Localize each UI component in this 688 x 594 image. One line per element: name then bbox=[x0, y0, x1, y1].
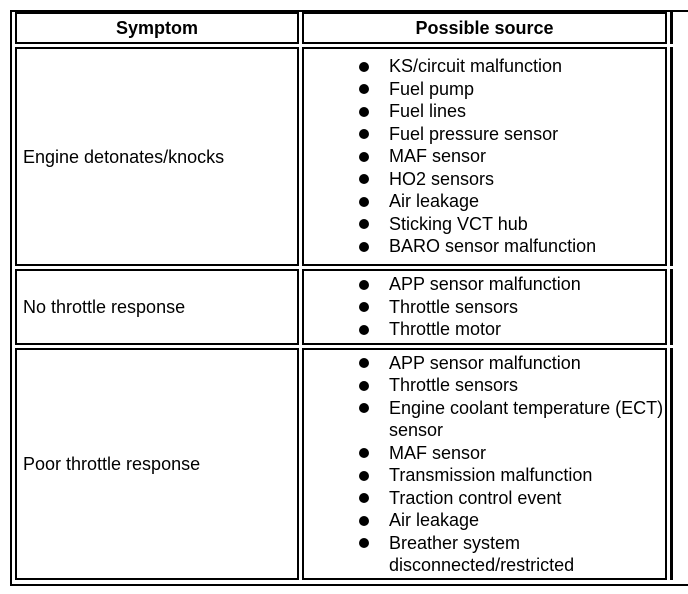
bullet-icon bbox=[359, 302, 369, 313]
bullet-icon bbox=[359, 84, 369, 95]
list-item: MAF sensor bbox=[359, 145, 596, 168]
list-item: Throttle sensors bbox=[359, 374, 665, 397]
list-item: Throttle sensors bbox=[359, 296, 581, 319]
list-item: Sticking VCT hub bbox=[359, 213, 596, 236]
bullet-icon bbox=[359, 403, 369, 413]
bullet-icon bbox=[359, 515, 369, 526]
row-2-sources: APP sensor malfunction Throttle sensors … bbox=[302, 269, 667, 345]
bullet-icon bbox=[359, 448, 369, 458]
bullet-icon bbox=[359, 358, 369, 368]
bullet-icon bbox=[359, 151, 369, 162]
row-3-sources: APP sensor malfunction Throttle sensors … bbox=[302, 348, 667, 580]
list-item: Fuel pump bbox=[359, 78, 596, 101]
cropped-column-edge bbox=[670, 12, 673, 44]
header-symptom-label: Symptom bbox=[115, 17, 198, 38]
bullet-icon bbox=[359, 470, 369, 481]
list-item: Throttle motor bbox=[359, 318, 581, 341]
bullet-icon bbox=[359, 279, 369, 290]
bullet-icon bbox=[359, 493, 369, 503]
symptom-text: No throttle response bbox=[23, 297, 186, 317]
bullet-icon bbox=[359, 174, 369, 185]
bullet-icon bbox=[359, 129, 369, 140]
header-possible-source: Possible source bbox=[302, 12, 667, 44]
symptom-text: Poor throttle response bbox=[23, 454, 201, 474]
bullet-icon bbox=[359, 106, 369, 117]
row-2-symptom: No throttle response bbox=[15, 269, 299, 345]
list-item: BARO sensor malfunction bbox=[359, 235, 596, 258]
source-list: APP sensor malfunction Throttle sensors … bbox=[304, 352, 665, 577]
list-item: Engine coolant temperature (ECT) sensor bbox=[359, 397, 665, 442]
bullet-icon bbox=[359, 61, 369, 72]
list-item: APP sensor malfunction bbox=[359, 273, 581, 296]
bullet-icon bbox=[359, 538, 369, 548]
list-item: APP sensor malfunction bbox=[359, 352, 665, 375]
header-source-label: Possible source bbox=[415, 17, 554, 38]
cropped-column-edge bbox=[670, 47, 673, 266]
row-1-symptom: Engine detonates/knocks bbox=[15, 47, 299, 266]
list-item: MAF sensor bbox=[359, 442, 665, 465]
list-item: Breather system disconnected/restricted bbox=[359, 532, 665, 577]
bullet-icon bbox=[359, 380, 369, 391]
list-item: Traction control event bbox=[359, 487, 665, 510]
row-3-symptom: Poor throttle response bbox=[15, 348, 299, 580]
list-item: Air leakage bbox=[359, 190, 596, 213]
symptom-text: Engine detonates/knocks bbox=[23, 146, 225, 167]
bullet-icon bbox=[359, 324, 369, 335]
table-frame bbox=[10, 10, 688, 586]
bullet-icon bbox=[359, 219, 369, 230]
row-1-sources: KS/circuit malfunction Fuel pump Fuel li… bbox=[302, 47, 667, 266]
list-item: Fuel lines bbox=[359, 100, 596, 123]
header-symptom: Symptom bbox=[15, 12, 299, 44]
source-list: APP sensor malfunction Throttle sensors … bbox=[304, 273, 581, 341]
bullet-icon bbox=[359, 196, 369, 207]
list-item: Fuel pressure sensor bbox=[359, 123, 596, 146]
list-item: Transmission malfunction bbox=[359, 464, 665, 487]
list-item: HO2 sensors bbox=[359, 168, 596, 191]
list-item: KS/circuit malfunction bbox=[359, 55, 596, 78]
source-list: KS/circuit malfunction Fuel pump Fuel li… bbox=[304, 55, 596, 258]
list-item: Air leakage bbox=[359, 509, 665, 532]
cropped-column-edge bbox=[670, 269, 673, 345]
cropped-column-edge bbox=[670, 348, 673, 580]
bullet-icon bbox=[359, 241, 369, 252]
